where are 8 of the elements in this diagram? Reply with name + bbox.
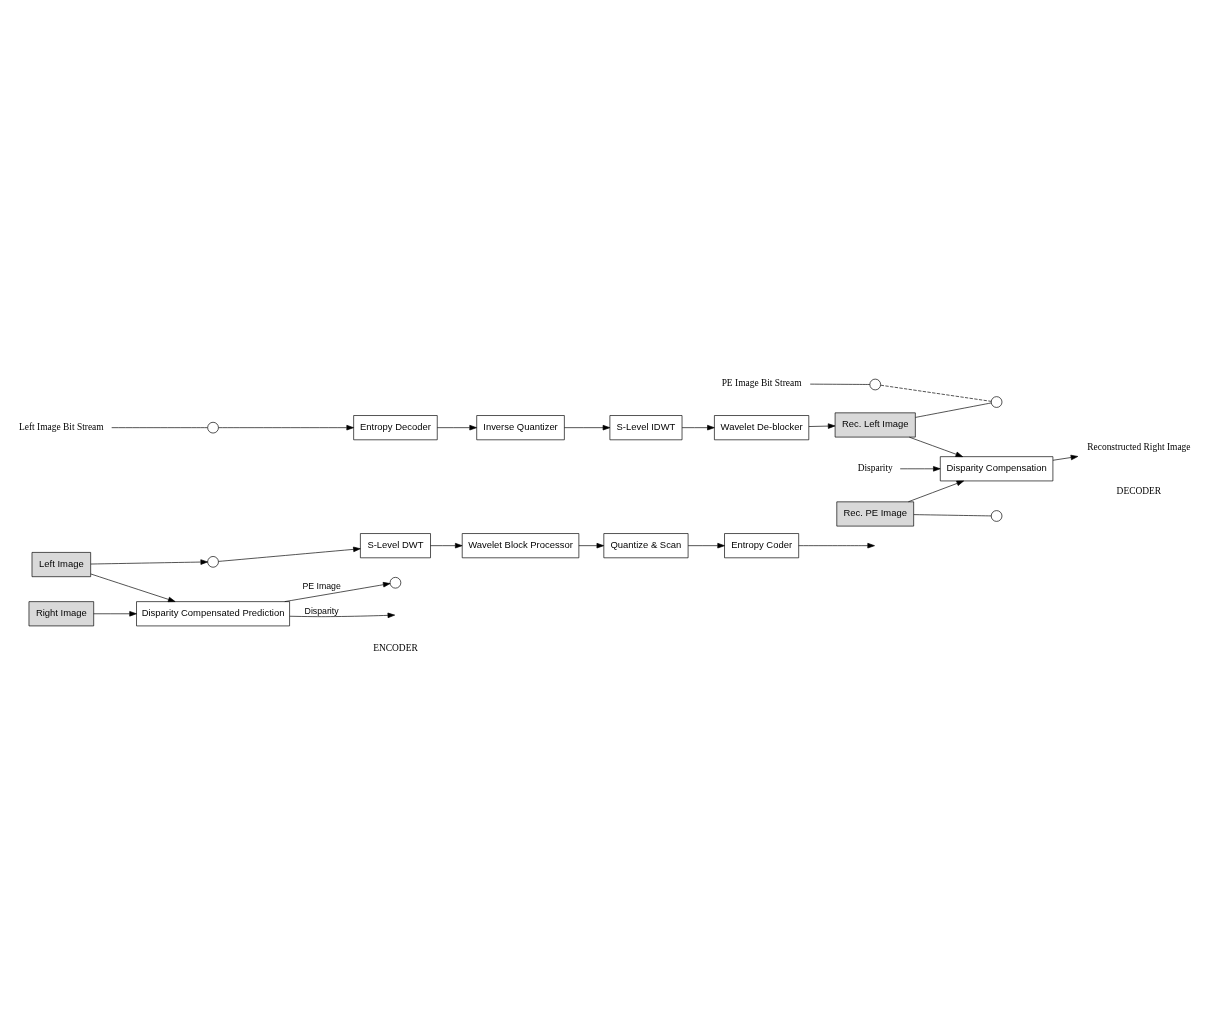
node-text: Disparity	[857, 463, 893, 474]
label: DECODER	[1116, 485, 1162, 496]
node-text: Left Image Bit Stream	[19, 422, 104, 433]
edge-label: Disparity	[304, 606, 339, 617]
edge-label: PE Image	[302, 581, 341, 592]
node-text: PE Image Bit Stream	[721, 378, 802, 389]
label: ENCODER	[373, 642, 418, 653]
node-text: Reconstructed Right Image	[1087, 441, 1191, 452]
